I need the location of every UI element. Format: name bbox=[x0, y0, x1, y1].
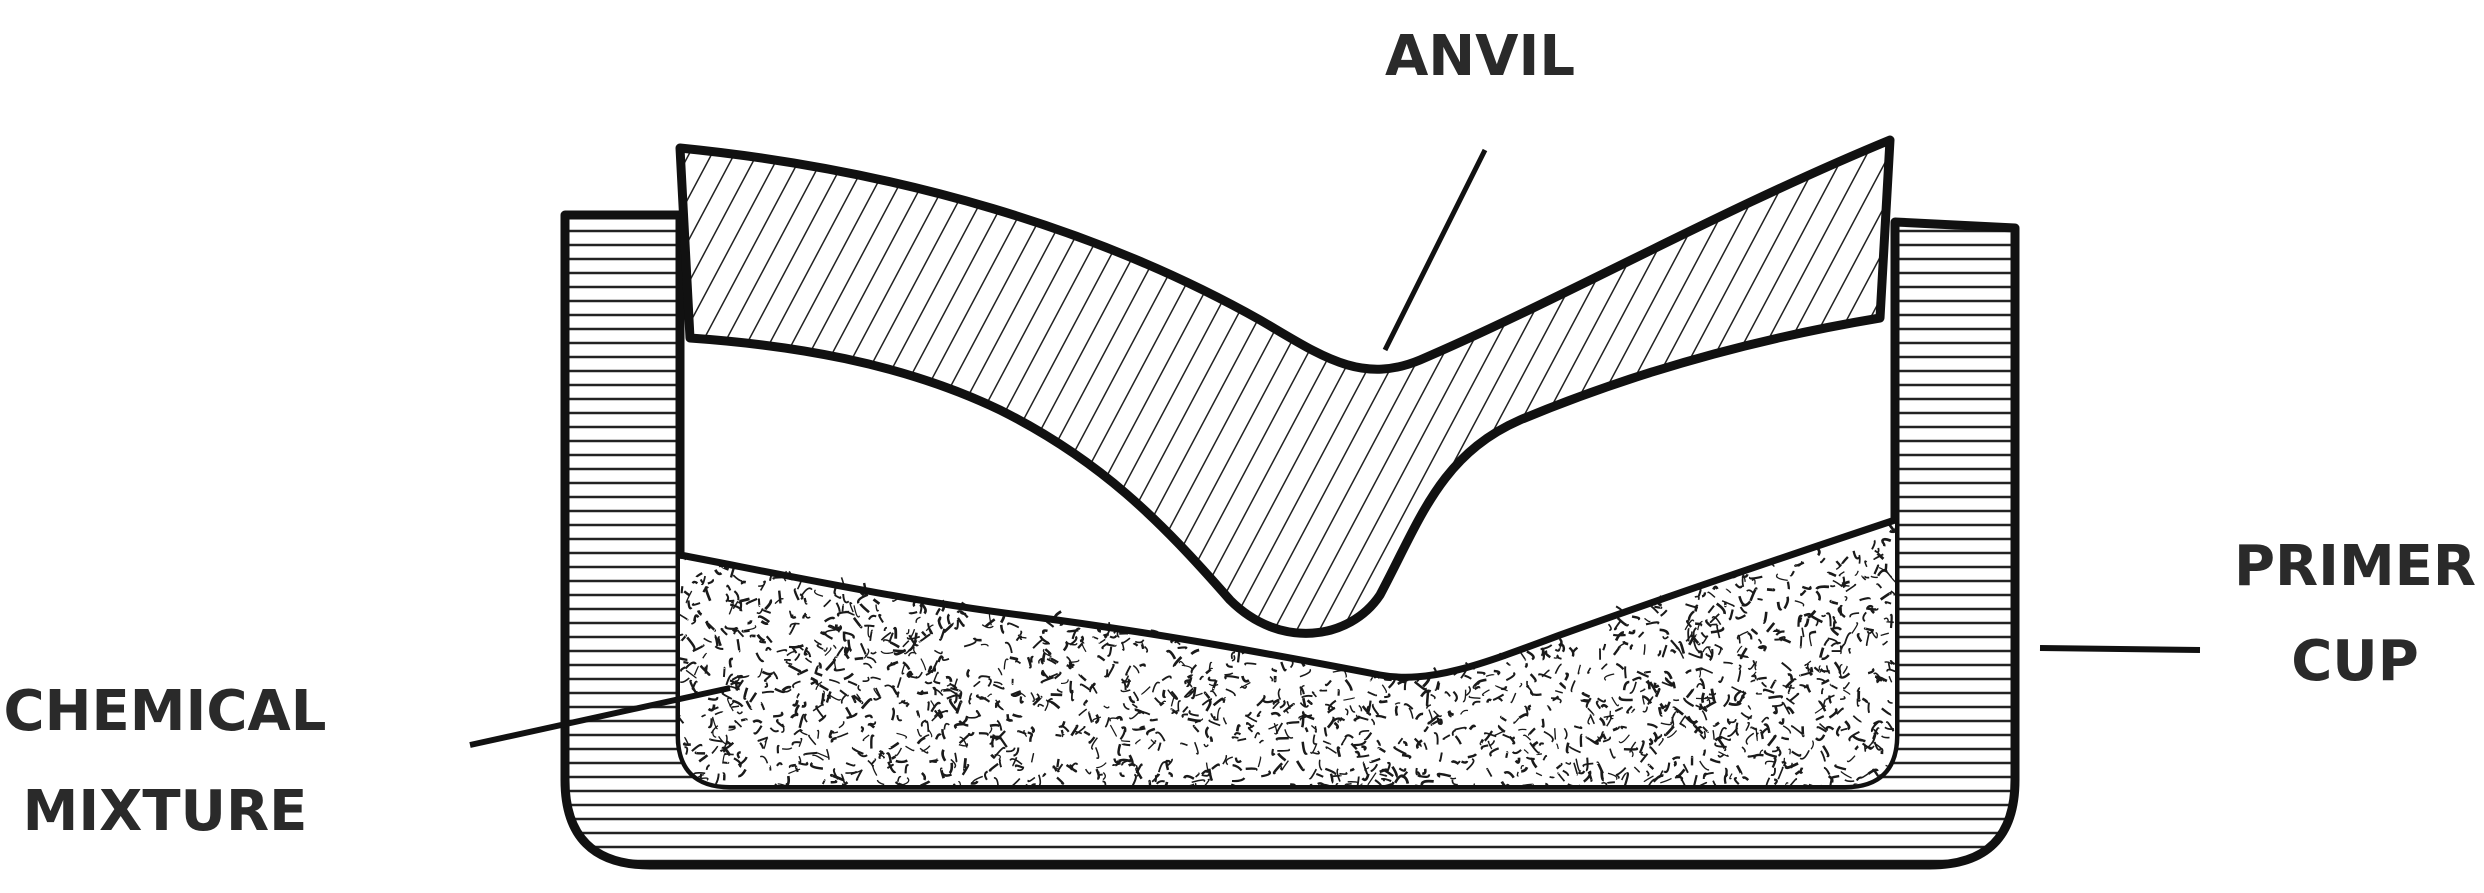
mixture-speckle bbox=[831, 781, 836, 782]
mixture-speckle bbox=[864, 626, 874, 627]
mixture-speckle bbox=[966, 716, 968, 721]
mixture-speckle bbox=[1030, 736, 1031, 742]
mixture-speckle bbox=[1542, 719, 1543, 727]
mixture-speckle bbox=[843, 605, 844, 612]
mixture-speckle bbox=[696, 753, 705, 754]
mixture-speckle bbox=[759, 599, 760, 606]
chemical-mixture-label-line2: MIXTURE bbox=[23, 779, 308, 844]
mixture-speckle bbox=[1320, 690, 1327, 691]
mixture-speckle bbox=[1801, 636, 1802, 648]
mixture-speckle bbox=[1306, 728, 1308, 732]
mixture-speckle bbox=[1625, 666, 1626, 678]
chemical-mixture-label-line1: CHEMICAL bbox=[4, 679, 327, 744]
mixture-speckle bbox=[1887, 622, 1894, 623]
mixture-speckle bbox=[693, 582, 698, 583]
mixture-speckle bbox=[724, 668, 725, 677]
anvil bbox=[680, 140, 1890, 633]
mixture-speckle bbox=[1537, 754, 1542, 755]
mixture-speckle bbox=[1767, 589, 1774, 590]
mixture-speckle bbox=[1277, 738, 1289, 739]
mixture-speckle bbox=[1550, 777, 1554, 778]
mixture-speckle bbox=[1868, 703, 1869, 713]
mixture-speckle bbox=[1673, 700, 1679, 701]
mixture-speckle bbox=[762, 692, 774, 693]
mixture-speckle bbox=[855, 658, 864, 659]
mixture-speckle bbox=[1232, 737, 1238, 738]
mixture-speckle bbox=[1151, 719, 1158, 720]
mixture-speckle bbox=[964, 758, 965, 770]
mixture-speckle bbox=[1210, 737, 1212, 742]
mixture-speckle bbox=[1350, 769, 1354, 770]
primer-cup-label-line2: CUP bbox=[2291, 629, 2419, 694]
mixture-speckle bbox=[1331, 774, 1332, 783]
mixture-speckle bbox=[1525, 663, 1526, 667]
mixture-speckle bbox=[910, 612, 918, 613]
anvil-body bbox=[680, 140, 1890, 633]
mixture-speckle bbox=[893, 651, 904, 652]
mixture-speckle bbox=[1885, 602, 1891, 604]
mixture-speckle bbox=[1178, 647, 1187, 648]
mixture-speckle bbox=[1674, 761, 1676, 765]
mixture-speckle bbox=[1581, 735, 1582, 747]
mixture-speckle bbox=[682, 586, 683, 593]
mixture-speckle bbox=[1788, 582, 1789, 590]
mixture-speckle bbox=[1705, 731, 1706, 738]
mixture-speckle bbox=[1043, 653, 1044, 661]
mixture-speckle bbox=[1380, 701, 1387, 702]
mixture-speckle bbox=[948, 614, 950, 624]
mixture-speckle bbox=[1238, 652, 1239, 662]
mixture-speckle bbox=[1451, 778, 1457, 779]
mixture-speckle bbox=[898, 692, 899, 697]
mixture-speckle bbox=[779, 591, 780, 604]
mixture-speckle bbox=[980, 698, 987, 699]
mixture-speckle bbox=[1396, 706, 1397, 716]
mixture-speckle bbox=[1427, 692, 1428, 705]
primer-cup-leader-line bbox=[2040, 648, 2200, 650]
primer-cup-label-line1: PRIMER bbox=[2234, 534, 2476, 599]
mixture-speckle bbox=[1859, 691, 1860, 700]
mixture-speckle bbox=[733, 706, 739, 707]
mixture-speckle bbox=[1010, 658, 1017, 659]
mixture-speckle bbox=[1644, 644, 1645, 654]
mixture-speckle bbox=[1331, 776, 1341, 777]
mixture-speckle bbox=[1129, 764, 1136, 766]
mixture-speckle bbox=[1830, 586, 1835, 587]
mixture-speckle bbox=[928, 702, 929, 710]
mixture-speckle bbox=[1674, 683, 1675, 689]
mixture-speckle bbox=[778, 746, 779, 753]
mixture-speckle bbox=[1555, 728, 1556, 739]
mixture-speckle bbox=[990, 725, 1000, 726]
mixture-speckle bbox=[1702, 693, 1703, 703]
mixture-speckle bbox=[1803, 726, 1804, 736]
mixture-speckle bbox=[1123, 744, 1131, 745]
mixture-speckle bbox=[894, 628, 896, 638]
mixture-speckle bbox=[1758, 599, 1763, 600]
mixture-speckle bbox=[1567, 743, 1569, 752]
mixture-speckle bbox=[683, 662, 688, 663]
mixture-speckle bbox=[1358, 777, 1359, 786]
anvil-leader-line bbox=[1385, 150, 1485, 350]
mixture-speckle bbox=[1006, 719, 1012, 720]
mixture-speckle bbox=[1865, 744, 1866, 751]
mixture-speckle bbox=[1704, 750, 1705, 756]
mixture-speckle bbox=[784, 660, 790, 661]
anvil-label: ANVIL bbox=[1385, 24, 1575, 89]
mixture-speckle bbox=[1849, 649, 1850, 654]
mixture-speckle bbox=[1800, 618, 1801, 623]
mixture-speckle bbox=[1057, 759, 1058, 768]
